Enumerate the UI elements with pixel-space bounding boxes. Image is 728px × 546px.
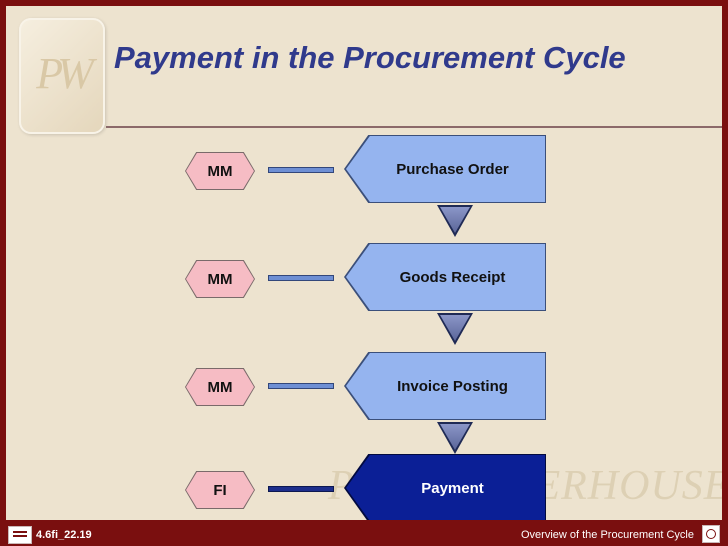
slide-number-icon bbox=[8, 526, 32, 544]
module-badge-label: MM bbox=[186, 369, 254, 405]
module-badge-label: FI bbox=[186, 472, 254, 508]
pwc-monogram-icon: PW bbox=[36, 49, 94, 98]
module-badge: MM bbox=[185, 260, 255, 298]
down-arrow-icon bbox=[437, 313, 473, 345]
slide: PW Payment in the Procurement Cycle PRIC… bbox=[6, 6, 722, 520]
pwc-small-logo-icon bbox=[702, 525, 720, 543]
process-step: Goods Receipt bbox=[344, 243, 546, 311]
module-badge-label: MM bbox=[186, 153, 254, 189]
process-step-label: Invoice Posting bbox=[346, 353, 545, 419]
module-badge: FI bbox=[185, 471, 255, 509]
process-step: Purchase Order bbox=[344, 135, 546, 203]
process-step: Invoice Posting bbox=[344, 352, 546, 420]
title-divider bbox=[106, 126, 722, 128]
process-step-label: Purchase Order bbox=[346, 136, 545, 202]
pwc-logo: PW bbox=[19, 18, 105, 134]
slide-title: Payment in the Procurement Cycle bbox=[114, 40, 626, 75]
footer-caption: Overview of the Procurement Cycle bbox=[520, 529, 694, 541]
process-step-label: Payment bbox=[346, 455, 545, 520]
down-arrow-icon bbox=[437, 422, 473, 454]
connector-line bbox=[268, 167, 334, 173]
process-step-active: Payment bbox=[344, 454, 546, 520]
footer-bar: 4.6fi_22.19 Overview of the Procurement … bbox=[0, 520, 728, 546]
connector-line bbox=[268, 275, 334, 281]
process-step-label: Goods Receipt bbox=[346, 244, 545, 310]
connector-line bbox=[268, 383, 334, 389]
down-arrow-icon bbox=[437, 205, 473, 237]
module-badge-label: MM bbox=[186, 261, 254, 297]
slide-id: 4.6fi_22.19 bbox=[36, 529, 92, 541]
connector-line bbox=[268, 486, 334, 492]
module-badge: MM bbox=[185, 152, 255, 190]
module-badge: MM bbox=[185, 368, 255, 406]
